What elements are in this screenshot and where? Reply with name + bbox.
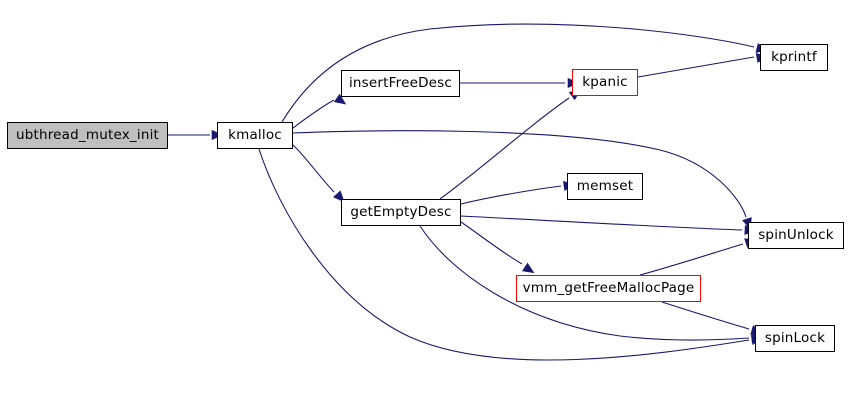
node-label-insertFreeDesc: insertFreeDesc: [348, 74, 453, 91]
node-label-vmm_getFreeMallocPage: vmm_getFreeMallocPage: [522, 279, 695, 296]
edge-kpanic-to-kprintf: [637, 56, 755, 78]
node-spinLock[interactable]: spinLock: [755, 325, 835, 352]
edge-getEmptyDesc-to-memset: [460, 185, 562, 205]
edge-getEmptyDesc-to-spinUnlock: [460, 215, 743, 231]
node-spinUnlock[interactable]: spinUnlock: [748, 222, 844, 249]
edge-vmm_getFreeMallocPage-to-spinUnlock: [639, 243, 744, 276]
node-label-getEmptyDesc: getEmptyDesc: [350, 203, 452, 220]
edge-getEmptyDesc-to-kpanic: [439, 97, 570, 200]
node-kmalloc[interactable]: kmalloc: [217, 122, 293, 149]
node-vmm_getFreeMallocPage[interactable]: vmm_getFreeMallocPage: [516, 275, 701, 302]
edge-vmm_getFreeMallocPage-to-spinLock: [661, 301, 750, 330]
edge-kmalloc-to-insertFreeDesc: [292, 99, 335, 129]
arrow-head-to-vmm-from-getEmptyDesc: [521, 262, 535, 274]
node-memset[interactable]: memset: [567, 173, 643, 200]
edge-kmalloc-to-spinUnlock: [292, 130, 747, 218]
node-label-ubthread_mutex_init: ubthread_mutex_init: [15, 126, 160, 143]
edge-kmalloc-to-getEmptyDesc: [292, 144, 335, 193]
arrow-head-to-insertFreeDesc: [333, 93, 347, 105]
node-label-kprintf: kprintf: [771, 48, 817, 65]
node-insertFreeDesc[interactable]: insertFreeDesc: [341, 70, 460, 97]
node-getEmptyDesc[interactable]: getEmptyDesc: [341, 199, 461, 226]
edge-kmalloc-to-kprintf: [281, 23, 755, 123]
node-ubthread_mutex_init[interactable]: ubthread_mutex_init: [7, 122, 168, 149]
node-label-spinUnlock: spinUnlock: [758, 226, 834, 243]
node-label-spinLock: spinLock: [764, 329, 826, 346]
node-label-memset: memset: [576, 177, 634, 194]
node-label-kmalloc: kmalloc: [228, 126, 282, 143]
edge-kmalloc-to-spinLock: [258, 148, 750, 361]
edge-getEmptyDesc-to-spinLock: [419, 225, 750, 341]
edge-getEmptyDesc-to-vmm_getFreeMallocPage: [460, 221, 523, 265]
edges-layer: [168, 23, 755, 361]
node-label-kpanic: kpanic: [582, 73, 628, 90]
node-kprintf[interactable]: kprintf: [760, 44, 828, 71]
node-kpanic[interactable]: kpanic: [572, 69, 638, 96]
